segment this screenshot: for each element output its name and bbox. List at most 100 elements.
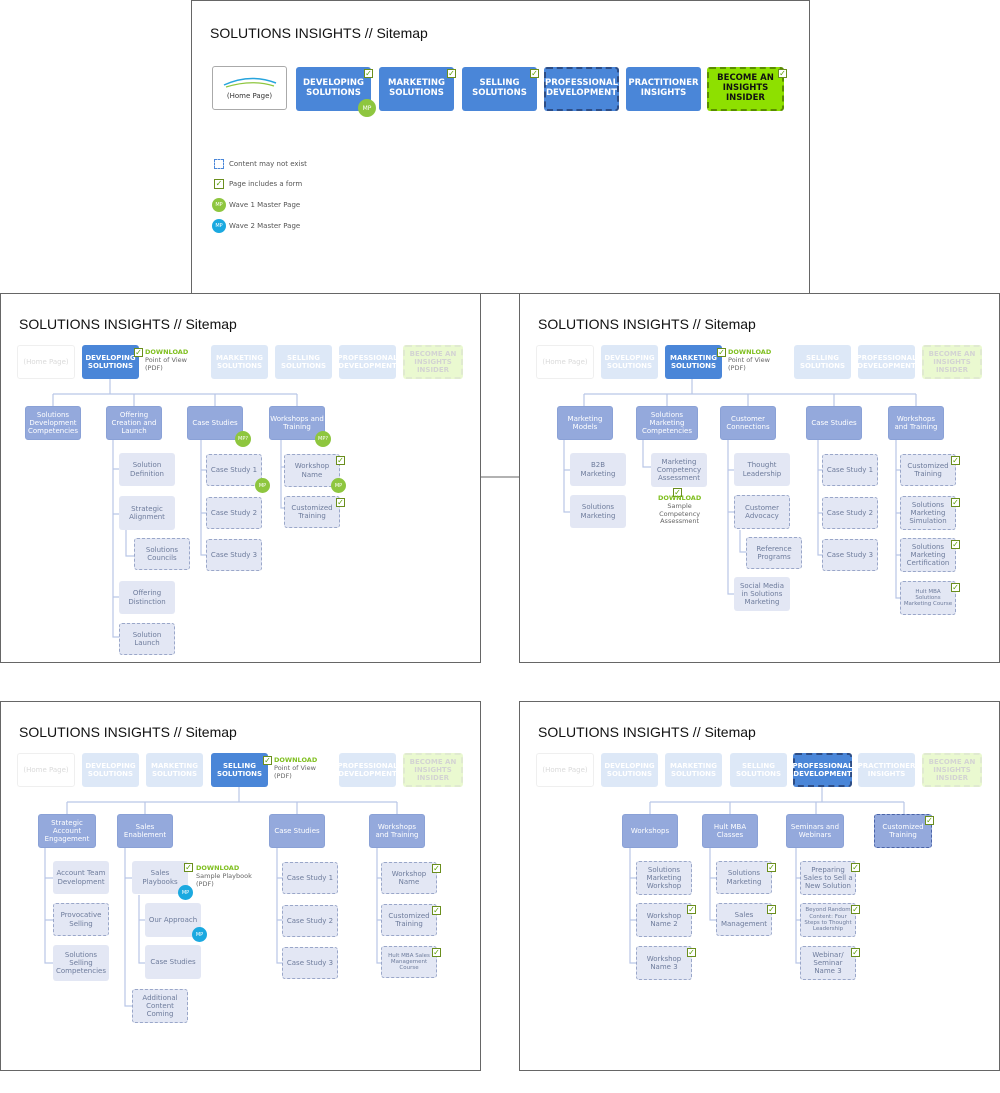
child-solutions-marketing[interactable]: Solutions Marketing — [570, 495, 626, 528]
form-check-icon: ✓ — [432, 906, 441, 915]
home-page-box[interactable]: (Home Page) — [212, 66, 287, 110]
nav-selling-solutions[interactable]: SELLING SOLUTIONS — [275, 345, 332, 379]
child-case-study-1[interactable]: Case Study 1 — [822, 454, 878, 486]
child-our-approach[interactable]: Our Approach — [145, 903, 201, 937]
panel-title: SOLUTIONS INSIGHTS // Sitemap — [19, 724, 237, 740]
child-thought-leadership[interactable]: Thought Leadership — [734, 453, 790, 486]
nav-become-insider[interactable]: BECOME AN INSIGHTS INSIDER — [922, 753, 982, 787]
nav-marketing-solutions[interactable]: MARKETING SOLUTIONS — [379, 67, 454, 111]
nav-home[interactable]: (Home Page) — [536, 345, 594, 379]
nav-home[interactable]: (Home Page) — [536, 753, 594, 787]
child-solution-launch[interactable]: Solution Launch — [119, 623, 175, 655]
section-hult-mba-classes[interactable]: Hult MBA Classes — [702, 814, 758, 848]
section-dev-competencies[interactable]: Solutions Development Competencies — [25, 406, 81, 440]
child-marketing-simulation[interactable]: Solutions Marketing Simulation — [900, 496, 956, 530]
nav-selling-solutions[interactable]: SELLING SOLUTIONS — [211, 753, 268, 787]
nav-become-insider[interactable]: BECOME AN INSIGHTS INSIDER — [403, 753, 463, 787]
child-customized-training[interactable]: Customized Training — [900, 454, 956, 486]
child-hult-mba-sales[interactable]: Hult MBA Sales Management Course — [381, 946, 437, 978]
nav-become-insider[interactable]: BECOME AN INSIGHTS INSIDER — [403, 345, 463, 379]
child-workshop-name[interactable]: Workshop Name — [284, 454, 340, 487]
child-preparing-sales[interactable]: Preparing Sales to Sell a New Solution — [800, 861, 856, 895]
section-case-studies[interactable]: Case Studies — [806, 406, 862, 440]
section-strategic-account[interactable]: Strategic Account Engagement — [38, 814, 96, 848]
nav-marketing-solutions[interactable]: MARKETING SOLUTIONS — [665, 753, 722, 787]
child-beyond-random-content[interactable]: Beyond Random Content: Four Steps to Tho… — [800, 903, 856, 937]
nav-marketing-solutions[interactable]: MARKETING SOLUTIONS — [211, 345, 268, 379]
section-marketing-competencies[interactable]: Solutions Marketing Competencies — [636, 406, 698, 440]
child-marketing-certification[interactable]: Solutions Marketing Certification — [900, 538, 956, 572]
child-marketing-workshop[interactable]: Solutions Marketing Workshop — [636, 861, 692, 895]
child-selling-competencies[interactable]: Solutions Selling Competencies — [53, 945, 109, 981]
child-enablement-case-studies[interactable]: Case Studies — [145, 945, 201, 979]
section-workshops-training[interactable]: Workshops and Training — [269, 406, 325, 440]
child-customer-advocacy[interactable]: Customer Advocacy — [734, 495, 790, 529]
child-case-study-1[interactable]: Case Study 1 — [282, 862, 338, 894]
nav-professional-development[interactable]: PROFESSIONAL DEVELOPMENT — [856, 345, 917, 379]
download-label: DOWNLOAD — [145, 348, 189, 356]
section-case-studies[interactable]: Case Studies — [187, 406, 243, 440]
nav-professional-development[interactable]: PROFESSIONAL DEVELOPMENT — [792, 753, 853, 787]
nav-developing-solutions[interactable]: DEVELOPING SOLUTIONS — [82, 345, 139, 379]
child-customized-training[interactable]: Customized Training — [381, 904, 437, 936]
child-reference-programs[interactable]: Reference Programs — [746, 537, 802, 569]
nav-become-insider[interactable]: BECOME AN INSIGHTS INSIDER — [922, 345, 982, 379]
section-workshops-training[interactable]: Workshops and Training — [888, 406, 944, 440]
child-additional-content[interactable]: Additional Content Coming — [132, 989, 188, 1023]
nav-selling-solutions[interactable]: SELLING SOLUTIONS — [462, 67, 537, 111]
child-case-study-2[interactable]: Case Study 2 — [206, 497, 262, 529]
child-customized-training[interactable]: Customized Training — [284, 496, 340, 528]
child-account-team[interactable]: Account Team Development — [53, 861, 109, 894]
section-customized-training[interactable]: Customized Training — [874, 814, 932, 848]
nav-selling-solutions[interactable]: SELLING SOLUTIONS — [794, 345, 851, 379]
nav-marketing-solutions[interactable]: MARKETING SOLUTIONS — [146, 753, 203, 787]
nav-developing-solutions[interactable]: DEVELOPING SOLUTIONS — [601, 753, 658, 787]
nav-selling-solutions[interactable]: SELLING SOLUTIONS — [730, 753, 787, 787]
child-social-media[interactable]: Social Media in Solutions Marketing — [734, 577, 790, 611]
child-workshop-name-2[interactable]: Workshop Name 2 — [636, 903, 692, 937]
nav-professional-development[interactable]: PROFESSIONAL DEVELOPMENT — [544, 67, 619, 111]
child-case-study-1[interactable]: Case Study 1 — [206, 454, 262, 486]
child-case-study-2[interactable]: Case Study 2 — [822, 497, 878, 529]
section-offering-creation[interactable]: Offering Creation and Launch — [106, 406, 162, 440]
nav-home[interactable]: (Home Page) — [17, 345, 75, 379]
form-check-icon: ✓ — [432, 864, 441, 873]
child-hult-mba-marketing[interactable]: Hult MBA Solutions Marketing Course — [900, 581, 956, 615]
section-customer-connections[interactable]: Customer Connections — [720, 406, 776, 440]
child-workshop-name[interactable]: Workshop Name — [381, 862, 437, 894]
child-strategic-alignment[interactable]: Strategic Alignment — [119, 496, 175, 530]
child-case-study-3[interactable]: Case Study 3 — [206, 539, 262, 571]
child-webinar-seminar-3[interactable]: Webinar/ Seminar Name 3 — [800, 946, 856, 980]
child-provocative-selling[interactable]: Provocative Selling — [53, 903, 109, 936]
section-case-studies[interactable]: Case Studies — [269, 814, 325, 848]
child-workshop-name-3[interactable]: Workshop Name 3 — [636, 946, 692, 980]
child-marketing-competency-assessment[interactable]: Marketing Competency Assessment — [651, 453, 707, 487]
child-case-study-3[interactable]: Case Study 3 — [282, 947, 338, 979]
child-solutions-councils[interactable]: Solutions Councils — [134, 538, 190, 570]
child-case-study-2[interactable]: Case Study 2 — [282, 905, 338, 937]
nav-become-insider[interactable]: BECOME AN INSIGHTS INSIDER — [707, 67, 784, 111]
nav-practitioner-insights[interactable]: PRACTITIONER INSIGHTS — [626, 67, 701, 111]
nav-developing-solutions[interactable]: DEVELOPING SOLUTIONS — [601, 345, 658, 379]
section-sales-enablement[interactable]: Sales Enablement — [117, 814, 173, 848]
nav-professional-development[interactable]: PROFESSIONAL DEVELOPMENT — [337, 345, 398, 379]
nav-professional-development[interactable]: PROFESSIONAL DEVELOPMENT — [337, 753, 398, 787]
child-solution-definition[interactable]: Solution Definition — [119, 453, 175, 486]
nav-marketing-solutions[interactable]: MARKETING SOLUTIONS — [665, 345, 722, 379]
nav-developing-solutions[interactable]: DEVELOPING SOLUTIONS — [82, 753, 139, 787]
nav-home[interactable]: (Home Page) — [17, 753, 75, 787]
child-hult-solutions-marketing[interactable]: Solutions Marketing — [716, 861, 772, 894]
nav-practitioner-insights[interactable]: PRACTITIONER INSIGHTS — [858, 753, 915, 787]
section-workshops[interactable]: Workshops — [622, 814, 678, 848]
child-offering-distinction[interactable]: Offering Distinction — [119, 581, 175, 614]
legend-wave1: Wave 1 Master Page — [229, 201, 301, 209]
section-workshops-training[interactable]: Workshops and Training — [369, 814, 425, 848]
section-seminars-webinars[interactable]: Seminars and Webinars — [786, 814, 844, 848]
download-assessment-text: Sample Competency Assessment — [659, 501, 701, 526]
child-hult-sales-management[interactable]: Sales Management — [716, 903, 772, 936]
section-marketing-models[interactable]: Marketing Models — [557, 406, 613, 440]
child-b2b-marketing[interactable]: B2B Marketing — [570, 453, 626, 486]
child-case-study-3[interactable]: Case Study 3 — [822, 539, 878, 571]
